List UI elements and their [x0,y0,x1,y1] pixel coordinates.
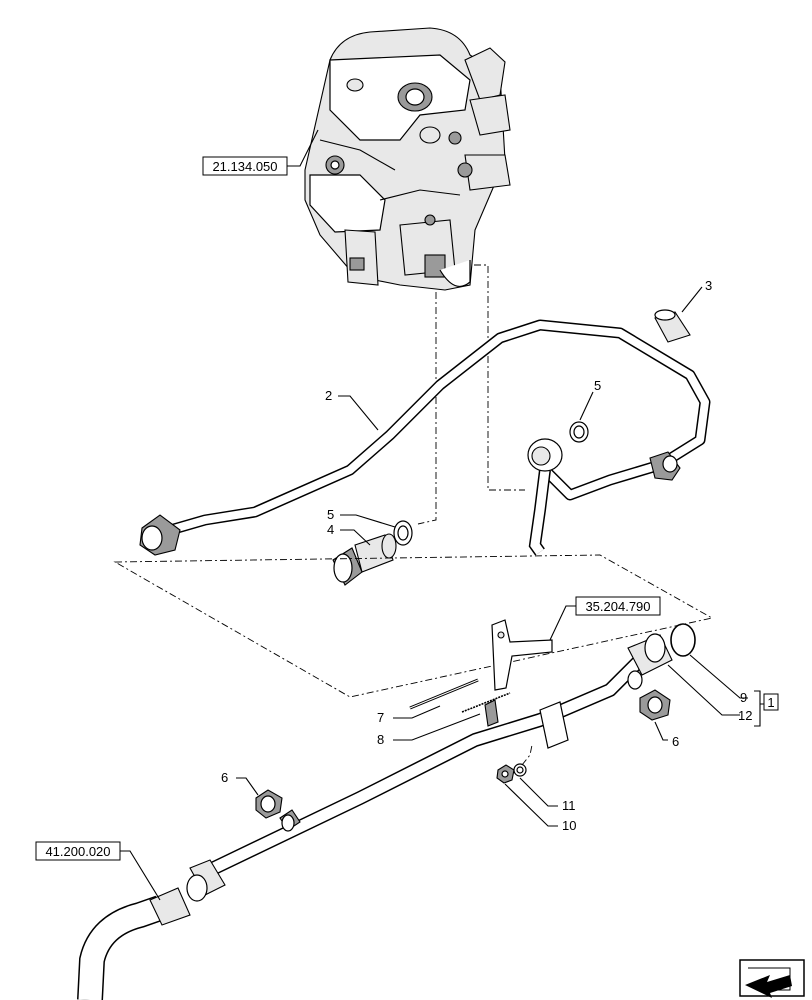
callout-4: 4 [327,522,334,537]
next-page-arrow-icon[interactable] [739,959,805,998]
kit-box [763,693,779,711]
leader-7 [393,705,441,719]
callout-3: 3 [705,278,712,293]
part-6-nut-right [639,689,671,721]
callout-6a: 6 [221,770,228,785]
leader-5b [340,514,396,528]
leader-12 [667,664,740,716]
ref-valve-leader [287,129,319,167]
callout-6b: 6 [672,734,679,749]
part-3-sleeve [654,309,691,343]
leader-10 [504,783,558,827]
ref-bracket-text: 35.204.790 [585,599,650,614]
part-9-oring [670,623,696,657]
part-6-nut-left [255,789,283,819]
leader-6a [236,777,259,796]
callout-7: 7 [377,710,384,725]
dash-valve-to-bolt [417,292,437,525]
ref-hose-leader [120,850,161,901]
part-5-washer-upper [569,421,589,443]
dash-nut-to-clamp [521,744,533,766]
leader-8 [393,713,481,741]
callout-8: 8 [377,732,384,747]
leader-11 [519,777,558,807]
leader-3 [681,286,703,313]
hose [77,887,191,1000]
ref-bracket-leader [549,605,576,641]
leader-9 [689,654,748,699]
ref-bracket[interactable]: 35.204.790 [549,596,661,641]
callout-2: 2 [325,388,332,403]
ref-hose[interactable]: 41.200.020 [35,841,161,901]
part-5-washer-lower [393,520,413,546]
callout-kit: 1 [767,695,774,710]
callout-12: 12 [738,708,752,723]
part-10-washer [513,763,527,777]
callout-10: 10 [562,818,576,833]
callout-5b: 5 [327,507,334,522]
dash-valve-to-banjo [474,264,525,491]
ref-hose-text: 41.200.020 [45,844,110,859]
part-11-nut [496,764,515,784]
leader-5a [579,391,594,421]
pipe-2 [139,319,711,556]
kit-bracket [754,690,764,727]
leader-2 [338,395,379,431]
callout-5a: 5 [594,378,601,393]
lower-pipe [186,633,673,902]
leader-4 [340,529,371,546]
ref-valve-text: 21.134.050 [212,159,277,174]
callout-11: 11 [562,798,576,813]
leader-6b [654,721,668,741]
part-8 [461,692,511,713]
callout-9: 9 [740,690,747,705]
part-4-banjo-bolt [332,533,397,586]
valve-block [304,27,511,291]
bracket [491,619,553,691]
ref-valve[interactable]: 21.134.050 [202,129,319,176]
